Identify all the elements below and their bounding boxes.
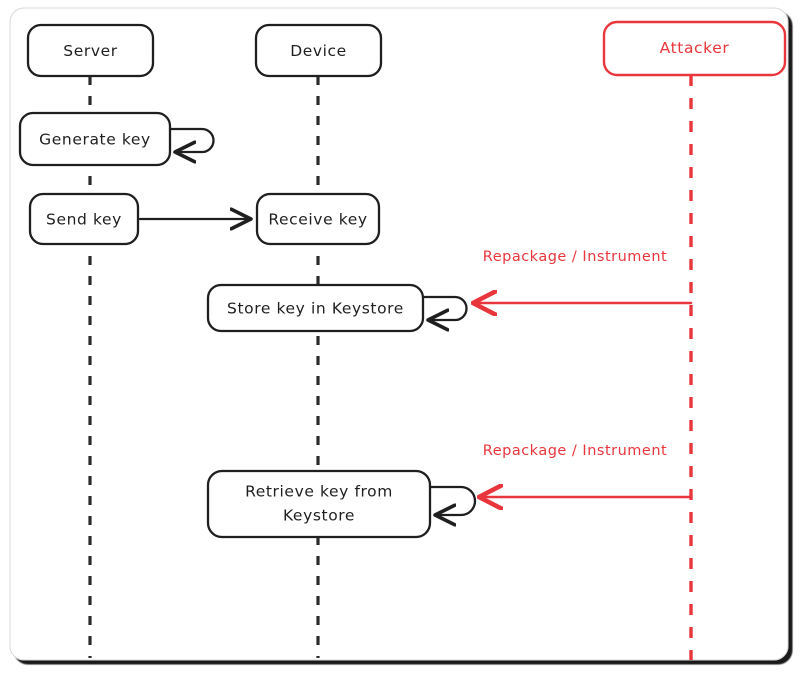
diagram-frame <box>9 7 789 661</box>
message-label-attack-store: Repackage / Instrument <box>483 249 667 265</box>
activity-label-send-key: Send key <box>46 211 122 229</box>
participant-attacker[interactable]: Attacker <box>602 20 787 77</box>
participant-box-device[interactable] <box>254 23 383 78</box>
activity-box-receive-key[interactable] <box>255 192 381 246</box>
activity-receive-key[interactable]: Receive key <box>255 192 381 246</box>
activity-box-retrieve-key[interactable] <box>206 469 432 539</box>
self-loop-path-retrieve-key[interactable] <box>428 485 477 515</box>
activity-label-retrieve-key-line2: Keystore <box>283 507 355 525</box>
message-attack-retrieve[interactable]: Repackage / Instrument <box>480 443 693 497</box>
activity-label-retrieve-key-line1: Retrieve key from <box>245 483 393 501</box>
participant-box-server[interactable] <box>26 23 155 78</box>
activity-label-generate-key: Generate key <box>39 131 151 149</box>
self-loop-path-generate-key[interactable] <box>168 127 215 152</box>
self-loop-retrieve-key[interactable] <box>428 485 477 515</box>
activity-label-store-key: Store key in Keystore <box>227 300 404 318</box>
message-attack-store[interactable]: Repackage / Instrument <box>474 249 693 303</box>
activity-retrieve-key[interactable]: Retrieve key from Keystore <box>206 469 432 539</box>
activity-label-receive-key: Receive key <box>268 211 367 229</box>
activity-store-key[interactable]: Store key in Keystore <box>206 283 425 333</box>
activity-generate-key[interactable]: Generate key <box>18 111 172 167</box>
activity-box-generate-key[interactable] <box>18 111 172 167</box>
participant-box-attacker[interactable] <box>602 20 787 77</box>
participant-label-server: Server <box>63 42 117 60</box>
self-loop-path-store-key[interactable] <box>421 295 468 320</box>
self-loop-generate-key[interactable] <box>168 127 215 152</box>
activity-box-store-key[interactable] <box>206 283 425 333</box>
participant-server[interactable]: Server <box>26 23 155 78</box>
participant-label-device: Device <box>290 42 347 60</box>
participant-label-attacker: Attacker <box>660 39 730 57</box>
participant-device[interactable]: Device <box>254 23 383 78</box>
activity-box-send-key[interactable] <box>28 192 140 246</box>
activity-send-key[interactable]: Send key <box>28 192 140 246</box>
self-loop-store-key[interactable] <box>421 295 468 320</box>
message-label-attack-retrieve: Repackage / Instrument <box>483 443 667 459</box>
